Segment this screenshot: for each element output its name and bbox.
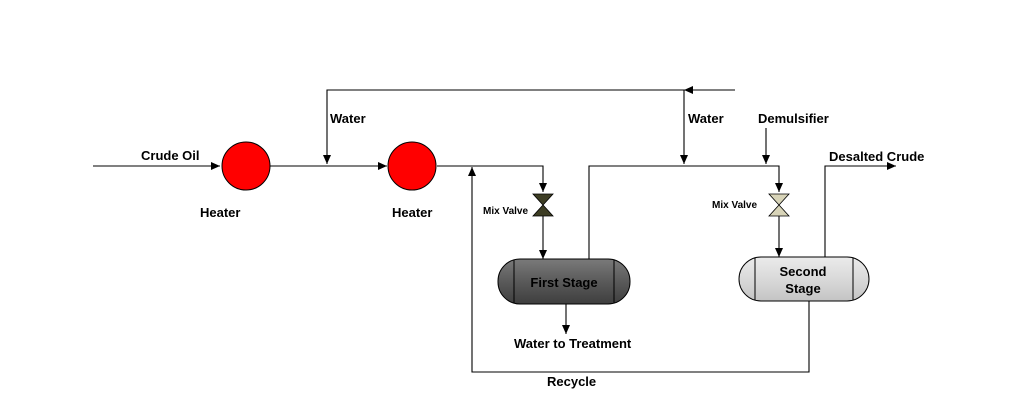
first-stage-label: First Stage (530, 275, 597, 290)
heater-to-valve-line (437, 165, 547, 192)
heater-2 (387, 141, 437, 191)
mix-valve-2-icon (768, 193, 790, 217)
crude-oil-label: Crude Oil (141, 148, 200, 163)
recycle-line (468, 167, 810, 373)
heater-2-label: Heater (392, 205, 432, 220)
first-stage-vessel (497, 258, 631, 305)
demulsifier-label: Demulsifier (758, 111, 829, 126)
second-stage-vessel (738, 256, 870, 302)
recycle-label: Recycle (547, 374, 596, 389)
water-label-1: Water (330, 111, 366, 126)
water-to-treatment-label: Water to Treatment (514, 336, 632, 351)
heater-1-label: Heater (200, 205, 240, 220)
mix-valve-2-label: Mix Valve (712, 200, 757, 211)
second-stage-label-line2: Stage (785, 281, 820, 296)
mix-valve-1-icon (532, 193, 554, 217)
first-stage-to-valve-line (588, 165, 783, 259)
desalted-crude-line (824, 162, 896, 257)
desalted-crude-label: Desalted Crude (829, 149, 924, 164)
heater-1 (221, 141, 271, 191)
second-stage-label-line1: Second (780, 264, 827, 279)
water-label-2: Water (688, 111, 724, 126)
mix-valve-1-label: Mix Valve (483, 206, 528, 217)
water-line-left (323, 89, 684, 164)
